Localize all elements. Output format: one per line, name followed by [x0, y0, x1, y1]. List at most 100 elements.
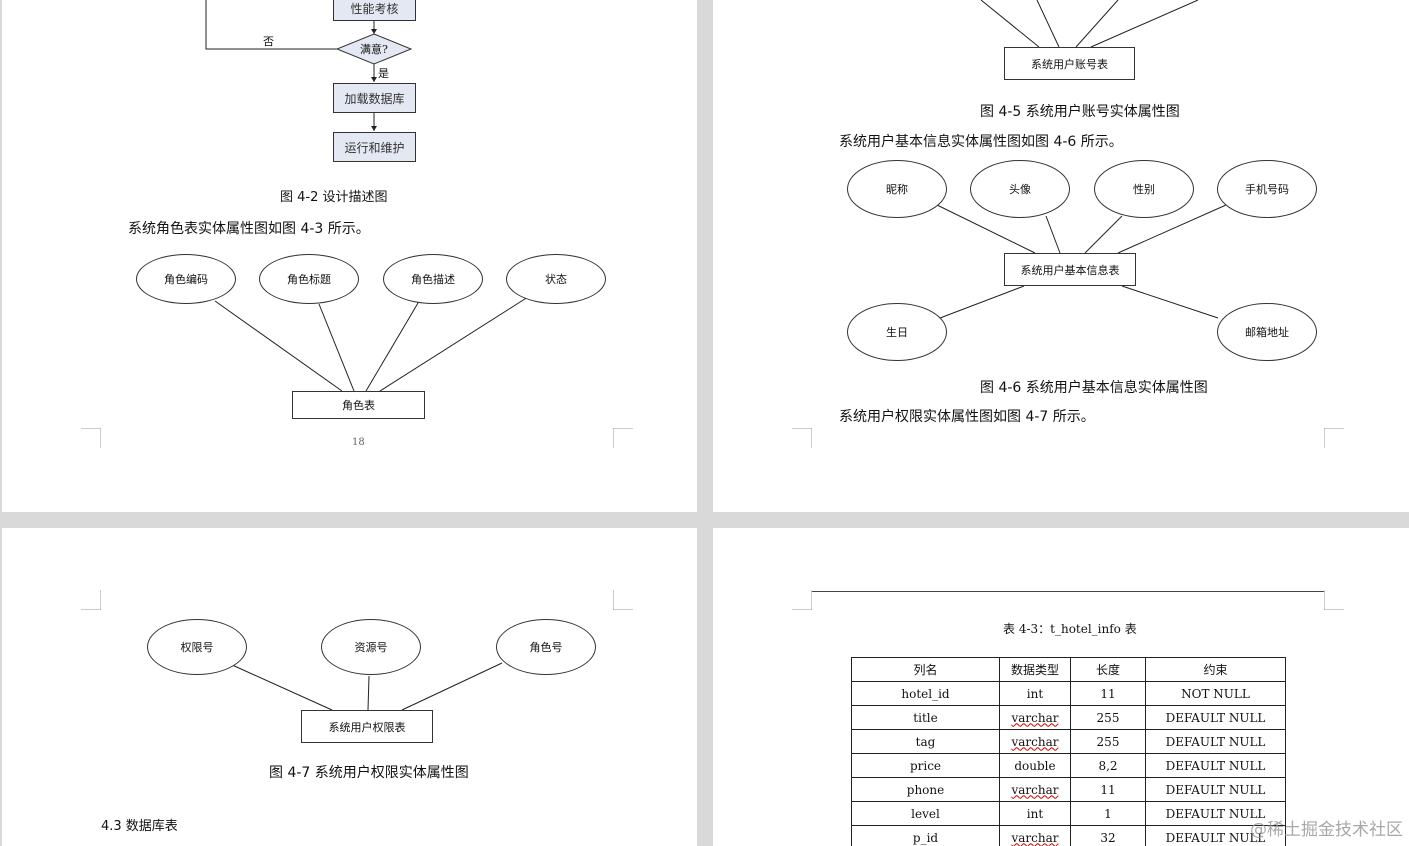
cell-constraint: DEFAULT NULL	[1145, 705, 1286, 730]
basic-attr-birthday: 生日	[847, 303, 947, 361]
figure-4-6-caption: 图 4-6 系统用户基本信息实体属性图	[980, 380, 1208, 396]
flow-perf-test-box: 性能考核	[333, 0, 416, 21]
figure-4-7-caption: 图 4-7 系统用户权限实体属性图	[269, 765, 469, 781]
basic-entity-box: 系统用户基本信息表	[1004, 253, 1136, 286]
perm-attr-permission-id: 权限号	[147, 619, 247, 675]
flow-run-maintain-label: 运行和维护	[344, 140, 405, 155]
cell-column-name: p_id	[851, 825, 1000, 846]
col-header-type: 数据类型	[999, 657, 1071, 682]
account-entity-label: 系统用户账号表	[1031, 57, 1108, 71]
margin-corner-mark	[1324, 428, 1344, 448]
basic-attr-birthday-label: 生日	[886, 326, 908, 339]
role-entity-box: 角色表	[292, 391, 425, 419]
cell-constraint: DEFAULT NULL	[1145, 729, 1286, 754]
header-rule	[812, 591, 1324, 592]
col-header-constraint: 约束	[1145, 657, 1286, 682]
perm-attr-permission-id-label: 权限号	[180, 641, 214, 654]
section-heading-4-3: 4.3 数据库表	[101, 819, 178, 834]
basic-attr-nickname: 昵称	[847, 160, 947, 218]
basic-attr-email-label: 邮箱地址	[1245, 326, 1289, 339]
page1-connectors	[205, 0, 529, 392]
cell-constraint: NOT NULL	[1145, 681, 1286, 706]
flow-yes-label: 是	[378, 67, 389, 80]
document-page-18: 性能考核 否 满意? 是 加载数据库 运行和维护 图 4-2 设计描述图 系统角…	[2, 0, 697, 512]
margin-corner-mark	[792, 590, 812, 610]
cell-column-name: title	[851, 705, 1000, 730]
cell-length: 11	[1070, 777, 1146, 802]
cell-column-name: level	[851, 801, 1000, 826]
cell-data-type: varchar	[999, 825, 1071, 846]
basic-attr-avatar: 头像	[970, 160, 1070, 218]
figure-4-5-caption: 图 4-5 系统用户账号实体属性图	[980, 104, 1180, 120]
permission-intro-paragraph: 系统用户权限实体属性图如图 4-7 所示。	[839, 409, 1095, 425]
basic-attr-email: 邮箱地址	[1217, 303, 1317, 361]
perm-attr-role-id-label: 角色号	[529, 641, 563, 654]
document-page-21: 表 4-3：t_hotel_info 表 列名 数据类型 长度 约束 hotel…	[713, 528, 1409, 846]
cell-length: 32	[1070, 825, 1146, 846]
cell-data-type: int	[999, 801, 1071, 826]
flow-load-db-label: 加载数据库	[344, 91, 405, 106]
page-number: 18	[352, 437, 365, 448]
margin-corner-mark	[792, 428, 812, 448]
basic-info-intro-paragraph: 系统用户基本信息实体属性图如图 4-6 所示。	[839, 134, 1123, 150]
cell-constraint: DEFAULT NULL	[1145, 777, 1286, 802]
perm-attr-resource-id: 资源号	[321, 619, 421, 675]
role-attr-title-label: 角色标题	[287, 273, 331, 286]
basic-attr-gender-label: 性别	[1133, 183, 1155, 196]
col-header-name: 列名	[851, 657, 1000, 682]
cell-column-name: price	[851, 753, 1000, 778]
role-attr-status-label: 状态	[545, 273, 567, 286]
cell-length: 255	[1070, 705, 1146, 730]
cell-length: 255	[1070, 729, 1146, 754]
cell-column-name: tag	[851, 729, 1000, 754]
role-attr-desc: 角色描述	[383, 254, 483, 304]
role-attr-title: 角色标题	[259, 254, 359, 304]
perm-attr-role-id: 角色号	[496, 619, 596, 675]
flow-satisfied-decision: 满意?	[360, 43, 388, 56]
cell-constraint: DEFAULT NULL	[1145, 801, 1286, 826]
role-entity-label: 角色表	[342, 399, 375, 412]
role-attr-code-label: 角色编码	[164, 273, 208, 286]
cell-length: 1	[1070, 801, 1146, 826]
margin-corner-mark	[613, 428, 633, 448]
table-header-row: 列名 数据类型 长度 约束	[851, 657, 1286, 682]
cell-constraint: DEFAULT NULL	[1145, 753, 1286, 778]
basic-entity-label: 系统用户基本信息表	[1020, 263, 1120, 277]
cell-column-name: phone	[851, 777, 1000, 802]
role-attr-status: 状态	[506, 254, 606, 304]
page2-connectors	[934, 0, 1227, 319]
cell-data-type: double	[999, 753, 1071, 778]
cell-data-type: varchar	[999, 729, 1071, 754]
flow-load-db-box: 加载数据库	[333, 83, 416, 113]
flow-run-maintain-box: 运行和维护	[333, 132, 416, 162]
role-attr-code: 角色编码	[136, 254, 236, 304]
role-attr-desc-label: 角色描述	[411, 273, 455, 286]
cell-data-type: varchar	[999, 705, 1071, 730]
basic-attr-gender: 性别	[1094, 160, 1194, 218]
cell-length: 11	[1070, 681, 1146, 706]
basic-attr-phone-label: 手机号码	[1245, 183, 1289, 196]
perm-entity-label: 系统用户权限表	[328, 720, 406, 734]
basic-attr-phone: 手机号码	[1217, 160, 1317, 218]
cell-constraint: DEFAULT NULL	[1145, 825, 1286, 846]
role-intro-paragraph: 系统角色表实体属性图如图 4-3 所示。	[128, 221, 370, 237]
basic-attr-avatar-label: 头像	[1009, 183, 1031, 196]
basic-attr-nickname-label: 昵称	[886, 183, 908, 196]
cell-column-name: hotel_id	[851, 681, 1000, 706]
margin-corner-mark	[81, 428, 101, 448]
perm-entity-box: 系统用户权限表	[301, 710, 433, 743]
margin-corner-mark	[1324, 590, 1344, 610]
document-page-20: 权限号 资源号 角色号 系统用户权限表 图 4-7 系统用户权限实体属性图 4.…	[2, 528, 697, 846]
flow-perf-test-label: 性能考核	[350, 2, 399, 16]
figure-4-2-caption: 图 4-2 设计描述图	[280, 190, 388, 205]
page3-connectors	[229, 662, 503, 711]
col-header-length: 长度	[1070, 657, 1146, 682]
